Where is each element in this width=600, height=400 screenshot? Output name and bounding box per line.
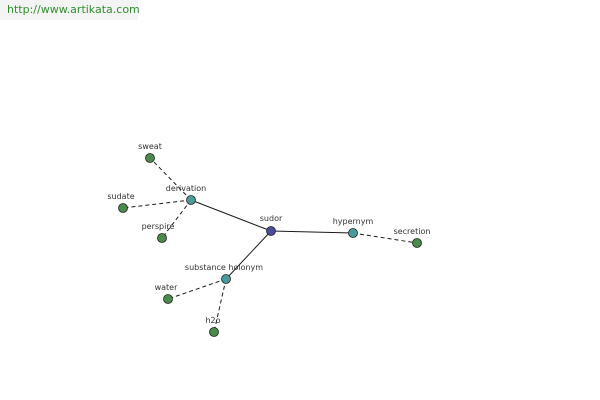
node-label-perspire[interactable]: perspire bbox=[142, 222, 175, 231]
node-label-h2o[interactable]: h2o bbox=[205, 316, 220, 325]
node-label-water[interactable]: water bbox=[155, 283, 179, 292]
edge-hypernym-secretion bbox=[352, 232, 418, 244]
node-label-derivation[interactable]: derivation bbox=[166, 184, 206, 193]
node-label-sweat[interactable]: sweat bbox=[138, 142, 162, 151]
node-derivation[interactable] bbox=[186, 195, 196, 205]
node-sudor[interactable] bbox=[266, 226, 276, 236]
node-substance-holonym[interactable] bbox=[221, 274, 231, 284]
node-sudate[interactable] bbox=[118, 203, 128, 213]
edge-sudor-derivation bbox=[190, 199, 272, 232]
edge-sudor-substance_holonym bbox=[225, 230, 272, 280]
node-label-sudate[interactable]: sudate bbox=[107, 192, 134, 201]
node-label-hypernym[interactable]: hypernym bbox=[333, 217, 374, 226]
edge-derivation-sudate bbox=[122, 199, 192, 209]
node-perspire[interactable] bbox=[157, 233, 167, 243]
nodes-layer bbox=[118, 153, 422, 337]
node-label-substance-holonym[interactable]: substance holonym bbox=[185, 263, 263, 272]
node-label-sudor[interactable]: sudor bbox=[260, 214, 283, 223]
url-banner[interactable]: http://www.artikata.com bbox=[0, 0, 140, 20]
edge-substance_holonym-water bbox=[167, 278, 227, 300]
labels-layer: sudor derivation hypernym substance holonym… bbox=[107, 142, 430, 325]
edges-layer bbox=[122, 157, 418, 333]
edge-substance_holonym-h2o bbox=[213, 278, 227, 333]
node-sweat[interactable] bbox=[145, 153, 155, 163]
node-water[interactable] bbox=[163, 294, 173, 304]
node-h2o[interactable] bbox=[209, 327, 219, 337]
edge-derivation-sweat bbox=[149, 157, 192, 201]
edge-derivation-perspire bbox=[161, 199, 192, 239]
node-hypernym[interactable] bbox=[348, 228, 358, 238]
node-secretion[interactable] bbox=[412, 238, 422, 248]
edge-sudor-hypernym bbox=[270, 230, 354, 234]
url-text[interactable]: http://www.artikata.com bbox=[7, 3, 140, 16]
node-label-secretion[interactable]: secretion bbox=[394, 227, 431, 236]
